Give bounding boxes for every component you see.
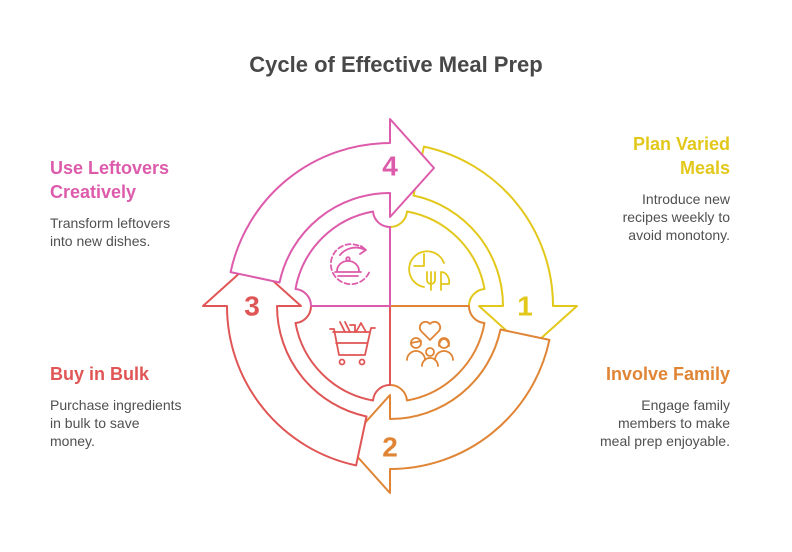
step-3-arrow: [202, 261, 368, 467]
step-1-block: Plan Varied Meals Introduce new recipes …: [530, 132, 730, 244]
desc-line: money.: [50, 433, 95, 449]
step-3-block: Buy in Bulk Purchase ingredients in bulk…: [50, 362, 250, 450]
step-3-title-line: Buy in Bulk: [50, 364, 150, 384]
desc-line: recipes weekly to: [622, 209, 730, 225]
quadrant-step-3: [294, 305, 391, 402]
step-2-title: Involve Family: [530, 362, 730, 386]
step-2-number: 2: [382, 432, 398, 463]
step-3-number: 3: [244, 291, 260, 322]
page-title: Cycle of Effective Meal Prep: [249, 52, 543, 77]
step-1-arrow: [412, 145, 578, 351]
step-1-title-line: Meals: [679, 158, 730, 178]
desc-line: Introduce new: [642, 191, 730, 207]
desc-line: Transform leftovers: [50, 215, 171, 231]
puzzle-quadrants: [294, 210, 486, 402]
desc-line: in bulk to save: [50, 415, 140, 431]
quadrant-step-4: [294, 210, 391, 307]
step-1-title: Plan Varied Meals: [530, 132, 730, 180]
cycle-arrows: [202, 118, 578, 494]
desc-line: Engage family: [641, 397, 730, 413]
step-4-block: Use Leftovers Creatively Transform lefto…: [50, 156, 250, 250]
step-2-arrow: [345, 328, 551, 494]
step-2-title-line: Involve Family: [605, 364, 730, 384]
step-4-arrow: [229, 118, 435, 284]
step-4-description: Transform leftovers into new dishes.: [50, 214, 250, 250]
step-1-description: Introduce new recipes weekly to avoid mo…: [530, 190, 730, 244]
step-2-description: Engage family members to make meal prep …: [530, 396, 730, 450]
step-2-block: Involve Family Engage family members to …: [530, 362, 730, 450]
desc-line: members to make: [617, 415, 730, 431]
step-1-number: 1: [517, 291, 533, 322]
step-4-number: 4: [382, 151, 398, 182]
step-1-title-line: Plan Varied: [632, 134, 730, 154]
desc-line: into new dishes.: [50, 233, 151, 249]
step-3-title: Buy in Bulk: [50, 362, 250, 386]
clock-utensils-icon: [408, 250, 451, 291]
step-4-title-line: Use Leftovers: [50, 158, 170, 178]
desc-line: avoid monotony.: [628, 227, 730, 243]
cloche-recycle-icon: [330, 243, 371, 286]
desc-line: Purchase ingredients: [50, 397, 182, 413]
shopping-cart-icon: [329, 321, 376, 366]
step-4-title-line: Creatively: [50, 182, 137, 202]
step-3-description: Purchase ingredients in bulk to save mon…: [50, 396, 250, 450]
family-heart-icon: [406, 320, 454, 367]
desc-line: meal prep enjoyable.: [600, 433, 730, 449]
step-4-title: Use Leftovers Creatively: [50, 156, 250, 204]
